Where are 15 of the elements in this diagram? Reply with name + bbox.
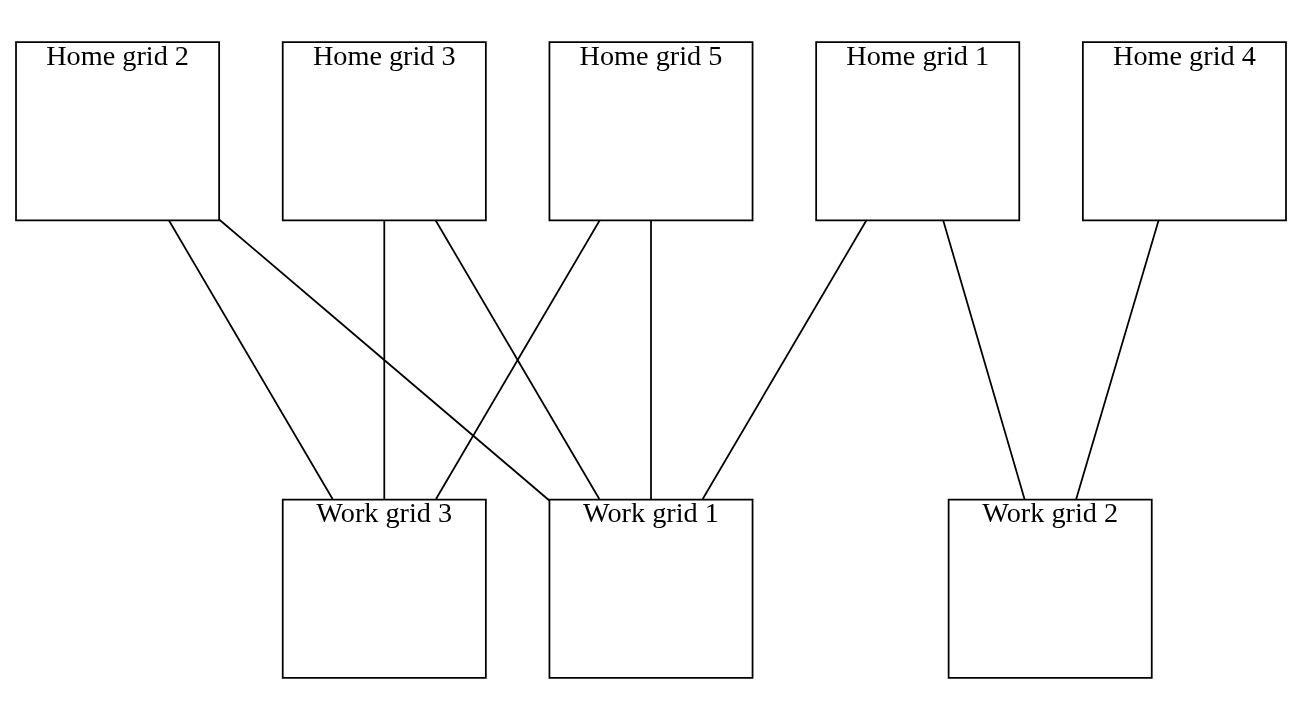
node-box: Work grid 3 — [281, 498, 487, 679]
node-box: Work grid 1 — [548, 498, 754, 679]
node-box: Home grid 3 — [281, 41, 487, 222]
connector — [383, 219, 386, 500]
connector — [701, 219, 868, 500]
node-box: Home grid 1 — [815, 41, 1021, 222]
connector — [168, 219, 334, 500]
node-box: Home grid 5 — [548, 41, 754, 222]
connector — [942, 219, 1026, 500]
connector — [1075, 219, 1160, 500]
node-box: Home grid 4 — [1081, 41, 1287, 222]
connector — [218, 218, 551, 502]
node-box: Work grid 2 — [947, 498, 1153, 679]
node-box: Home grid 2 — [15, 41, 221, 222]
connector — [650, 219, 652, 500]
